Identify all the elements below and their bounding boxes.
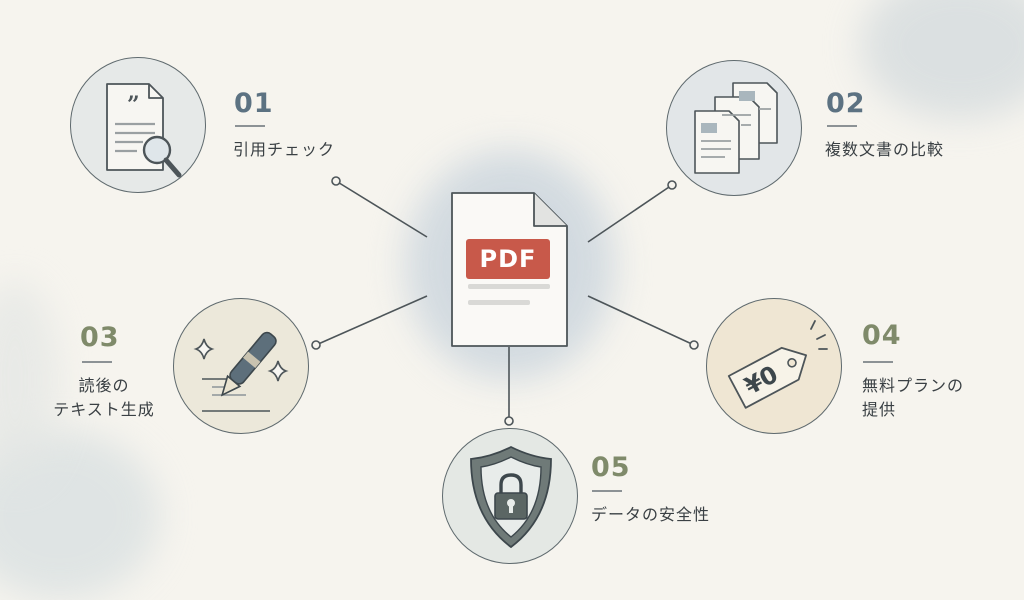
feature-number-04: 04 xyxy=(862,320,902,351)
pdf-badge-text: PDF xyxy=(479,245,537,273)
feature-label-04: 無料プランの 提供 xyxy=(862,374,964,422)
connector-04 xyxy=(587,295,695,346)
connector-02 xyxy=(587,184,673,243)
pen-writing-icon xyxy=(193,331,289,412)
connector-dot xyxy=(331,176,341,186)
shield-lock-icon xyxy=(470,445,552,549)
stacked-documents-icon xyxy=(694,82,778,174)
feature-number-02: 02 xyxy=(826,88,866,119)
divider xyxy=(235,125,265,127)
feature-circle-02 xyxy=(666,60,802,196)
feature-label-line: 提供 xyxy=(862,400,897,419)
connector-dot xyxy=(504,416,514,426)
feature-number-03: 03 xyxy=(80,322,120,353)
divider xyxy=(82,361,112,363)
feature-label-line: データの安全性 xyxy=(591,505,711,524)
feature-label-05: データの安全性 xyxy=(591,503,710,527)
connector-dot xyxy=(689,340,699,350)
feature-circle-04: ¥0 xyxy=(706,298,842,434)
feature-label-line: 無料プランの xyxy=(862,376,965,395)
feature-circle-01: ” xyxy=(70,57,206,193)
document-magnifier-icon: ” xyxy=(106,83,182,178)
feature-number-01: 01 xyxy=(234,88,274,119)
divider xyxy=(827,125,857,127)
feature-label-line: テキスト生成 xyxy=(53,400,155,419)
feature-circle-03 xyxy=(173,298,309,434)
connector-dot xyxy=(667,180,677,190)
price-tag-icon: ¥0 xyxy=(727,320,828,409)
divider xyxy=(863,361,893,363)
feature-label-line: 読後の xyxy=(78,376,130,395)
feature-label-line: 複数文書の比較 xyxy=(825,140,945,159)
connector-lines xyxy=(311,176,699,426)
feature-number-05: 05 xyxy=(591,452,631,483)
center-pdf-document: PDF xyxy=(450,191,570,349)
feature-circle-05 xyxy=(442,428,578,564)
feature-label-line: 引用チェック xyxy=(233,140,336,159)
feature-label-02: 複数文書の比較 xyxy=(825,138,944,162)
pdf-badge: PDF xyxy=(466,239,550,279)
connector-03 xyxy=(315,295,428,346)
connector-01 xyxy=(335,180,428,238)
feature-label-01: 引用チェック xyxy=(233,138,335,162)
divider xyxy=(592,490,622,492)
feature-label-03: 読後の テキスト生成 xyxy=(50,374,158,422)
svg-text:”: ” xyxy=(127,92,140,118)
connector-dot xyxy=(311,340,321,350)
